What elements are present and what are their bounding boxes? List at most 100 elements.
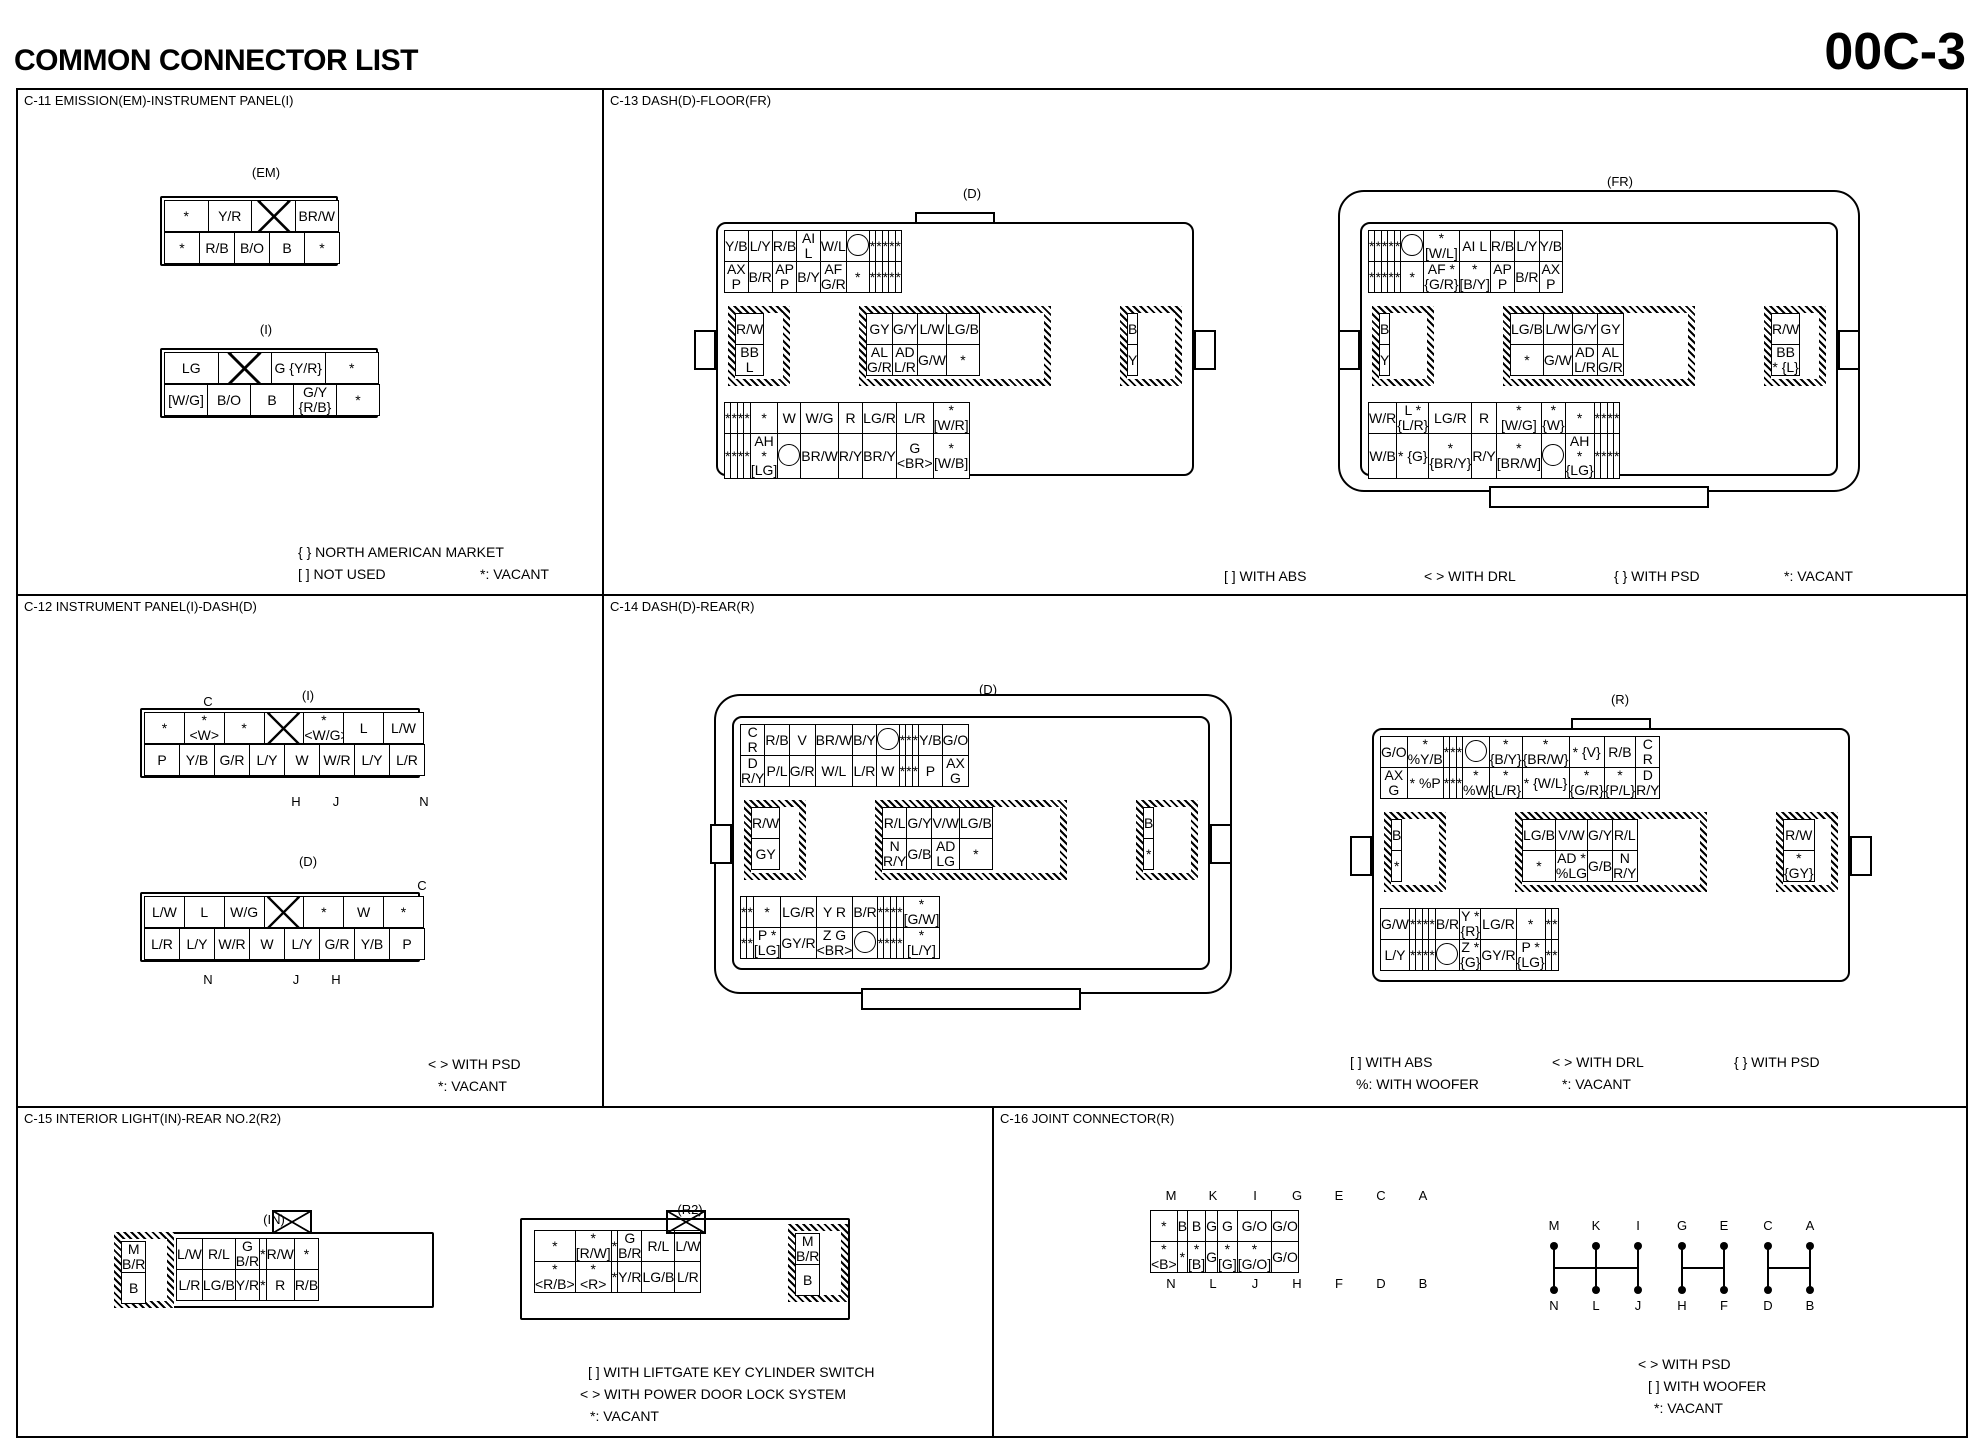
terminal-cell: R/L (1612, 819, 1638, 851)
connector-label-i: (I) (259, 322, 273, 337)
terminal-cell: G/R (214, 744, 250, 776)
terminal-cell: M B/R (120, 1241, 147, 1273)
pin-letter: H (1677, 1298, 1687, 1313)
terminal-cell: * (1612, 402, 1621, 434)
terminal-cell: * (1367, 261, 1376, 293)
pin-letter: J (332, 794, 340, 809)
terminal-cell: P * [LG] (752, 927, 782, 959)
terminal-cell: * <W/G> (303, 712, 345, 744)
terminal-cell: L * {L/R} (1396, 402, 1430, 434)
terminal-cell: * (1387, 261, 1395, 293)
terminal-cell: * (1421, 939, 1430, 971)
terminal-cell: * {G} (1396, 432, 1430, 480)
terminal-cell: BB * {L} (1770, 344, 1801, 376)
pin-letter: G (1676, 1218, 1688, 1233)
terminal-cell: * (739, 927, 748, 959)
terminal-cell: B/Y (796, 261, 821, 293)
terminal-cell: * (1176, 1241, 1189, 1273)
terminal-cell: G (1217, 1210, 1238, 1242)
terminal-cell: R/L (201, 1238, 236, 1270)
panel-title: C-12 INSTRUMENT PANEL(I)-DASH(D) (24, 599, 257, 614)
terminal-cell: L/R (389, 744, 425, 776)
terminal-cell: R/L (641, 1230, 676, 1262)
terminal-cell: R/W (265, 1238, 295, 1270)
terminal-cell: * (1428, 939, 1436, 971)
pin-letter: M (1548, 1218, 1560, 1233)
terminal-cell: L/Y (1514, 230, 1540, 262)
pin-letter: N (1166, 1276, 1176, 1291)
side-latch (1194, 330, 1216, 370)
terminal-cell: G/B (906, 838, 933, 870)
pin-letter: G (1291, 1188, 1303, 1203)
terminal-cell: * (1400, 261, 1425, 293)
pin-letter: H (291, 794, 301, 809)
panel-title: C-13 DASH(D)-FLOOR(FR) (610, 93, 772, 108)
terminal-cell: G/Y (1571, 313, 1599, 345)
terminal-cell: G B/R (234, 1238, 261, 1270)
terminal-cell: V/W (931, 807, 960, 839)
pin-letter: E (1334, 1188, 1344, 1203)
connector-key-mark (251, 200, 296, 232)
terminal-cell: Y (1378, 344, 1391, 376)
terminal-cell: Z G <BR> (815, 927, 854, 959)
terminal-cell: LG (164, 352, 219, 384)
terminal-cell: * (883, 927, 891, 959)
terminal-cell: R/B (1489, 230, 1516, 262)
joint-wire (1809, 1244, 1811, 1292)
joint-wire (1637, 1244, 1639, 1292)
terminal-cell: W (249, 928, 285, 960)
terminal-cell: B (1378, 313, 1391, 345)
terminal-cell: G/Y (1587, 819, 1614, 851)
terminal-cell: W (875, 755, 900, 787)
terminal-cell: W/R (319, 744, 355, 776)
terminal-cell: G/O (941, 724, 970, 756)
legend-text: %: WITH WOOFER (1356, 1076, 1479, 1092)
terminal-cell: * (610, 1261, 619, 1293)
pin-letter: F (1335, 1276, 1343, 1291)
terminal-cell: P/L (764, 755, 790, 787)
terminal-cell: * [BR/W] (1495, 432, 1543, 480)
terminal-cell: B (1126, 313, 1139, 345)
connector-guide-hole (1434, 939, 1461, 971)
terminal-cell: B/O (234, 232, 270, 264)
joint-bus (1768, 1267, 1810, 1269)
terminal-cell: L/Y (284, 928, 320, 960)
terminal-cell: R (1471, 402, 1497, 434)
terminal-cell: * (896, 927, 904, 959)
connector-guide-hole (1541, 432, 1566, 480)
terminal-cell: G (1205, 1241, 1219, 1273)
terminal-cell: * (1522, 850, 1556, 882)
terminal-cell: W (343, 896, 385, 928)
terminal-column: B* (1142, 807, 1155, 870)
terminal-cell: AI L (796, 230, 821, 262)
connector-label-d: (D) (298, 854, 318, 869)
terminal-cell: * <R/B> (534, 1261, 576, 1293)
terminal-cell: C R (739, 724, 766, 756)
terminal-cell: P (389, 928, 425, 960)
terminal-cell: * (749, 402, 779, 434)
terminal-cell: * {W/L} (1521, 767, 1570, 799)
connector-label-r: (R) (1610, 692, 1630, 707)
terminal-cell: * %P (1406, 767, 1444, 799)
terminal-cell: * (888, 261, 896, 293)
terminal-cell: LG/B (1522, 819, 1556, 851)
terminal-cell: B/R (1514, 261, 1540, 293)
panel-c12: C-12 INSTRUMENT PANEL(I)-DASH(D) (I) C *… (16, 594, 604, 1108)
terminal-cell: * (845, 261, 870, 293)
